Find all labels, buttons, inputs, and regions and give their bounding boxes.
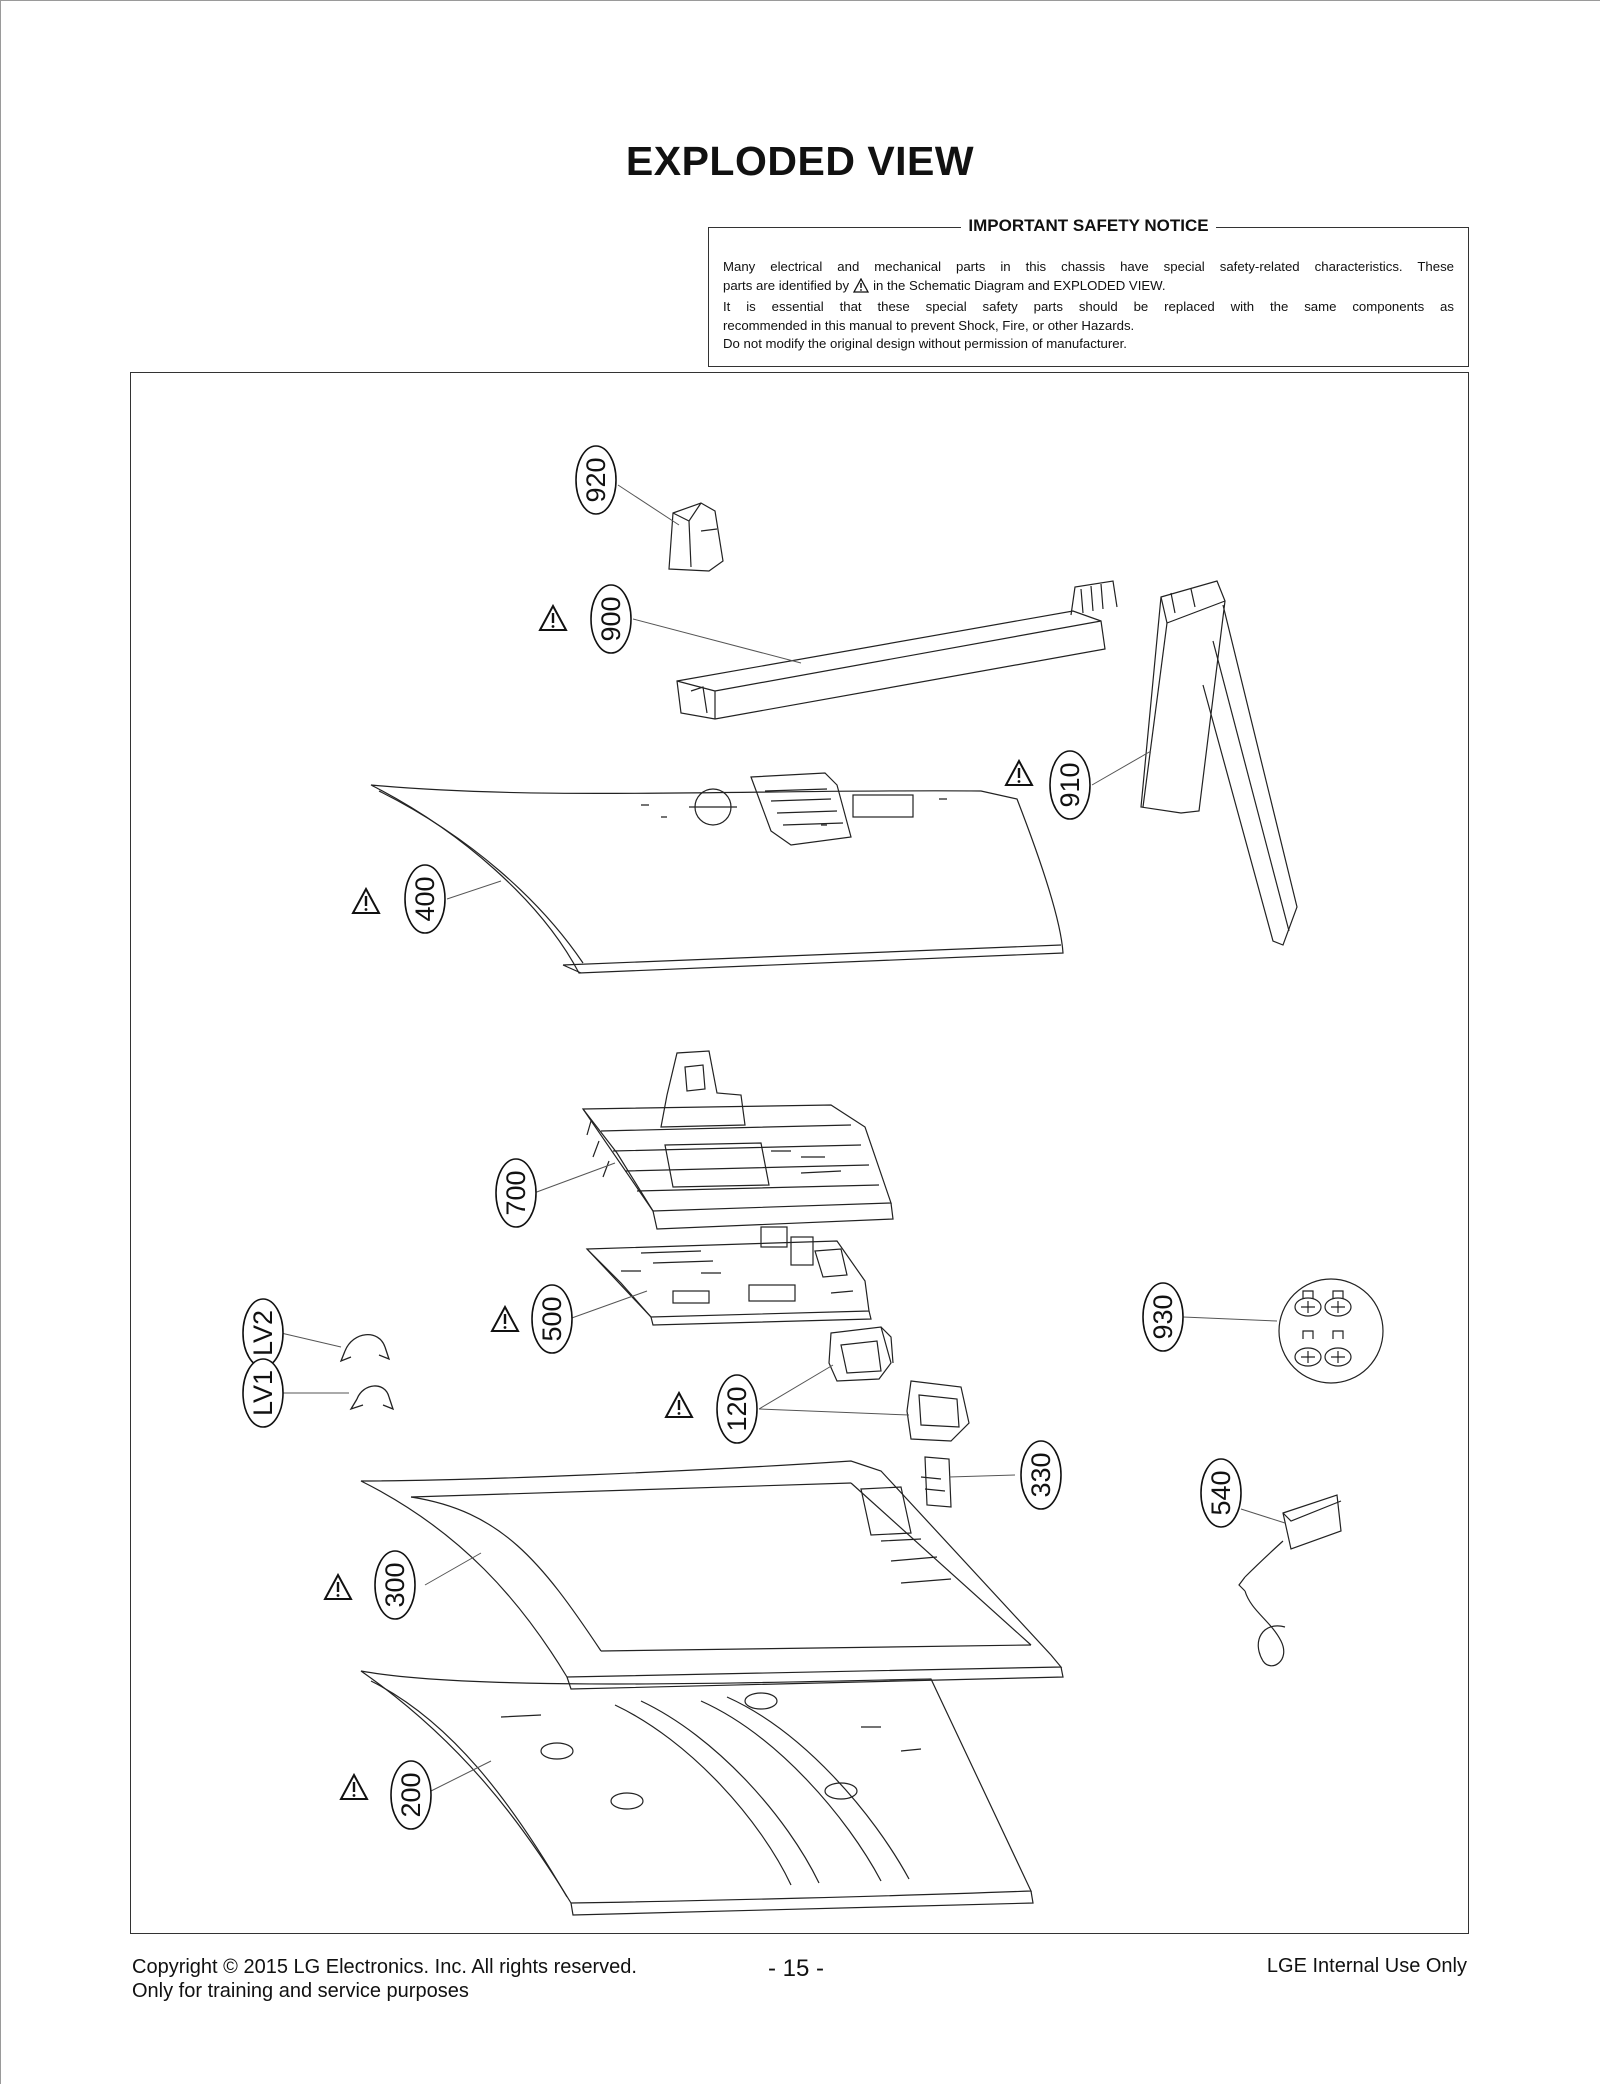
- callout-900-ellipse: [590, 584, 632, 654]
- callout-lv2: LV2: [248, 1310, 278, 1356]
- part-910-stand-base: [1140, 580, 1298, 946]
- footer-left: Copyright © 2015 LG Electronics. Inc. Al…: [132, 1955, 637, 2003]
- part-400-back-cover: [370, 772, 1064, 974]
- callout-400-ellipse: [404, 864, 446, 934]
- warning-triangle-icon: [323, 1573, 353, 1601]
- part-120-speakers: [828, 1326, 970, 1442]
- callout-330: 330: [1026, 1452, 1056, 1497]
- callout-540-ellipse: [1200, 1458, 1242, 1528]
- part-540-adapter: [1238, 1494, 1342, 1667]
- internal-use-label: LGE Internal Use Only: [1266, 1955, 1467, 1977]
- part-930-screws: [1278, 1278, 1384, 1384]
- part-lv-cable-clips: [339, 1334, 395, 1411]
- callout-lv1-ellipse: [242, 1358, 284, 1428]
- part-700-main-frame: [581, 1050, 894, 1230]
- copyright-text: Copyright © 2015 LG Electronics. Inc. Al…: [132, 1956, 637, 1978]
- callout-540: 540: [1206, 1470, 1236, 1515]
- callout-900: 900: [596, 596, 626, 641]
- page-border-top: [0, 0, 1600, 1]
- warning-triangle-icon: [1004, 759, 1034, 787]
- callout-120-ellipse: [716, 1374, 758, 1444]
- warning-triangle-icon: [853, 277, 870, 299]
- callout-910-ellipse: [1049, 750, 1091, 820]
- page-number: - 15 -: [768, 1955, 825, 1982]
- page-title: EXPLODED VIEW: [625, 138, 975, 184]
- callout-500-ellipse: [531, 1284, 573, 1354]
- callout-lv1: LV1: [248, 1370, 278, 1416]
- notice-line-1: Many electrical and mechanical parts in …: [723, 259, 1454, 274]
- warning-triangle-icon: [339, 1773, 369, 1801]
- notice-line-5: Do not modify the original design withou…: [723, 336, 1127, 351]
- exploded-view-drawing: 920 900 910 400 700 500 LV2 LV1 930 120 …: [130, 372, 1469, 1934]
- callout-200: 200: [396, 1772, 426, 1817]
- safety-notice-body: Many electrical and mechanical parts in …: [723, 258, 1454, 354]
- training-text: Only for training and service purposes: [132, 1980, 469, 2002]
- callout-200-ellipse: [390, 1760, 432, 1830]
- callout-500: 500: [537, 1296, 567, 1341]
- part-900-stand-arm: [676, 580, 1118, 720]
- callout-300: 300: [380, 1562, 410, 1607]
- callout-300-ellipse: [374, 1550, 416, 1620]
- notice-line-3: It is essential that these special safet…: [723, 299, 1454, 314]
- warning-triangle-icon: [538, 604, 568, 632]
- part-920-cap: [668, 502, 724, 572]
- callout-700-ellipse: [495, 1158, 537, 1228]
- notice-line-2-end: in the Schematic Diagram and EXPLODED VI…: [873, 277, 1166, 293]
- warning-triangle-icon: [664, 1391, 694, 1419]
- callout-930: 930: [1148, 1294, 1178, 1339]
- safety-notice-title: IMPORTANT SAFETY NOTICE: [961, 216, 1216, 235]
- leader-lines: [280, 484, 1286, 1796]
- page-border-left: [0, 0, 1, 2084]
- notice-line-4: recommended in this manual to prevent Sh…: [723, 317, 1135, 333]
- callout-700: 700: [501, 1170, 531, 1215]
- part-500-main-board: [585, 1226, 872, 1326]
- part-330-bracket: [920, 1456, 952, 1508]
- callout-120: 120: [722, 1386, 752, 1431]
- callout-330-ellipse: [1020, 1440, 1062, 1510]
- notice-line-2-start: parts are identified by: [723, 277, 850, 293]
- part-300-middle-frame: [360, 1460, 1064, 1690]
- warning-triangle-icon: [351, 887, 381, 915]
- warning-triangle-icon: [490, 1305, 520, 1333]
- callout-400: 400: [410, 876, 440, 921]
- callout-920: 920: [581, 457, 611, 502]
- notice-line-2: parts are identified by in the Schematic …: [723, 277, 1454, 299]
- callout-930-ellipse: [1142, 1282, 1184, 1352]
- callout-910: 910: [1055, 762, 1085, 807]
- callout-920-ellipse: [575, 445, 617, 515]
- safety-notice-box: IMPORTANT SAFETY NOTICE Many electrical …: [708, 216, 1469, 367]
- part-200-cover: [360, 1670, 1034, 1916]
